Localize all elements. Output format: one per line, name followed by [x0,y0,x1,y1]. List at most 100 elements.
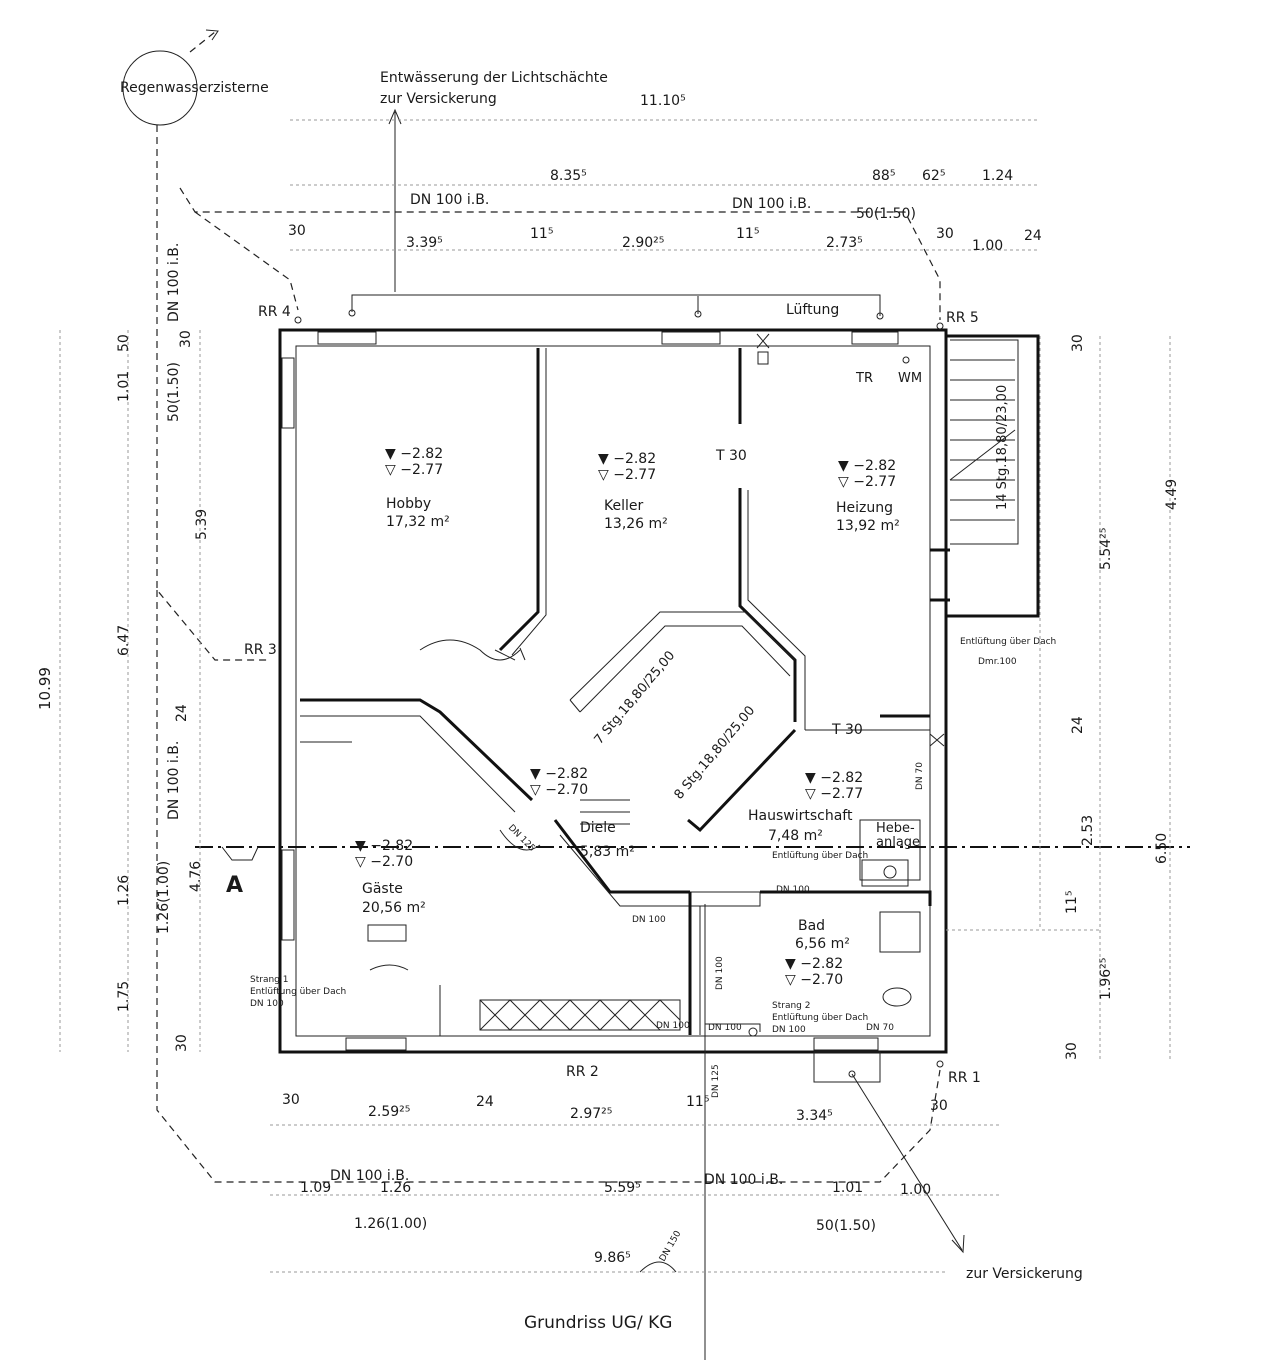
bottom-dimensions: 30 2.59²⁵ 24 2.97²⁵ 11⁵ 3.34⁵ 30 1.09 1.… [270,1092,1000,1273]
section-marker: A [221,846,259,898]
bad-name: Bad [798,918,825,934]
pipe-bad-1: DN 100 [656,1021,690,1031]
interior-walls [300,348,950,1037]
pipe-bottom-left: DN 100 i.B. [330,1168,409,1184]
label-rr3: RR 3 [244,642,277,658]
vent-roof-label-2: Dmr.100 [978,657,1017,667]
strang1-b: Entlüftung über Dach [250,987,346,997]
dim-bottom-b7: 30 [930,1098,948,1114]
dim-left-l3: 50(1.50) [166,362,182,422]
diele-level1: ▼ −2.82 [530,766,588,782]
dim-left-l1: 1.01 [116,371,132,402]
pipe-top-left: DN 100 i.B. [410,192,489,208]
dim-bottom-b12: 1.00 [900,1182,931,1198]
dim-left-l6: 6.47 [116,625,132,656]
keller-level1: ▼ −2.82 [598,451,656,467]
pipe-left-vertical: DN 100 i.B. [166,243,182,322]
dim-right-r4: 24 [1070,716,1086,734]
dim-left-l2: 50 [116,334,132,352]
stair-side-label: 14 Stg.18,80/23,00 [995,385,1010,510]
dim-bottom-b14: 50(1.50) [816,1218,876,1234]
room-diele: ▼ −2.82 ▽ −2.70 Diele 5,83 m² [530,766,635,860]
vent-roof-label-1: Entlüftung über Dach [960,637,1056,647]
label-rr5: RR 5 [946,310,979,326]
dim-top-d5: 30 [288,223,306,239]
hauswirtschaft-level1: ▼ −2.82 [805,770,863,786]
exit-drain: zur Versickerung [848,1070,1083,1282]
hobby-name: Hobby [386,496,431,512]
stair-main-label-2: 8 Stg.18,80/25,00 [672,703,759,802]
dim-right-r9: 30 [1064,1042,1080,1060]
label-rr2: RR 2 [566,1064,599,1080]
stair-main-label-1: 7 Stg.18,80/25,00 [592,648,679,747]
keller-level2: ▽ −2.77 [598,467,656,483]
hauswirtschaft-area: 7,48 m² [768,828,823,844]
dim-left-l12: 30 [174,1034,190,1052]
dim-top-d4: 1.24 [982,168,1013,184]
dim-left-l11: 1.75 [116,981,132,1012]
outer-walls [278,328,948,1083]
dim-top-d9: 11⁵ [736,226,759,242]
dim-top-d13: 24 [1024,228,1042,244]
hobby-level1: ▼ −2.82 [385,446,443,462]
dim-bottom-b13: 1.26(1.00) [354,1216,427,1232]
exit-arrow-icon [951,1234,965,1254]
dim-left-l9: 1.26 [116,875,132,906]
bad-level1: ▼ −2.82 [785,956,843,972]
cistern: Regenwasserzisterne [120,29,269,126]
dim-top-d6: 3.39⁵ [406,235,443,251]
side-staircase: 14 Stg.18,80/23,00 Entlüftung über Dach … [946,334,1056,667]
hauswirtschaft-name: Hauswirtschaft [748,808,853,824]
dim-top-d7: 11⁵ [530,226,553,242]
dim-bottom-b10: 5.59⁵ [604,1180,641,1196]
pipe-hw: DN 100 [776,885,810,895]
heizung-area: 13,92 m² [836,518,900,534]
hobby-area: 17,32 m² [386,514,450,530]
ventilation-label: Lüftung [786,302,839,318]
drainage-note-line1: Entwässerung der Lichtschächte [380,70,608,86]
ventilation-duct: Lüftung [348,294,884,320]
dim-right-r2: 4.49 [1164,479,1180,510]
label-rr1: RR 1 [948,1070,981,1086]
dim-right-r6: 6.50 [1154,833,1170,864]
dim-right-r5: 2.53 [1080,815,1096,846]
dim-right-r3: 5.54²⁵ [1098,528,1114,570]
dim-top-d14: 50(1.50) [856,206,916,222]
pipe-bad-3: DN 70 [866,1023,894,1033]
dim-right-r7: 11⁵ [1064,891,1080,914]
cistern-label: Regenwasserzisterne [120,80,269,96]
dim-bottom-b6: 3.34⁵ [796,1108,833,1124]
dim-bottom-b1: 30 [282,1092,300,1108]
keller-area: 13,26 m² [604,516,668,532]
dim-right-r8: 1.96²⁵ [1098,958,1114,1000]
dim-bottom-b8: 1.09 [300,1180,331,1196]
exit-label: zur Versickerung [966,1266,1083,1282]
gaeste-level2: ▽ −2.70 [355,854,413,870]
pipe-runs: DN 100 i.B. DN 100 i.B. DN 100 i.B. DN 1… [156,125,941,1188]
dim-bottom-b15: 9.86⁵ [594,1250,631,1266]
label-wm: WM [898,371,922,386]
gaeste-level1: ▼ −2.82 [355,838,413,854]
pipe-bad-vert: DN 100 [715,956,725,990]
pipe-diele: DN 100 [632,915,666,925]
drainage-arrow-icon [388,108,402,125]
dim-left-total: 10.99 [36,667,54,710]
bad-level2: ▽ −2.70 [785,972,843,988]
strang2-c: DN 100 [772,1025,806,1035]
room-hobby: ▼ −2.82 ▽ −2.77 Hobby 17,32 m² [385,446,450,530]
strang2-a: Strang 2 [772,1001,810,1011]
dim-top-d11: 30 [936,226,954,242]
dim-top-d3: 62⁵ [922,168,945,184]
label-rr4: RR 4 [258,304,291,320]
heizung-level1: ▼ −2.82 [838,458,896,474]
section-marker-label: A [226,873,243,898]
keller-name: Keller [604,498,643,514]
dim-top-d2: 88⁵ [872,168,895,184]
pipe-dn125: DN 125 [711,1064,721,1098]
label-tr: TR [855,371,873,386]
dim-left-l5: 5.39 [194,509,210,540]
pipe-top-right: DN 100 i.B. [732,196,811,212]
diele-level2: ▽ −2.70 [530,782,588,798]
room-keller: ▼ −2.82 ▽ −2.77 Keller 13,26 m² [598,451,668,532]
